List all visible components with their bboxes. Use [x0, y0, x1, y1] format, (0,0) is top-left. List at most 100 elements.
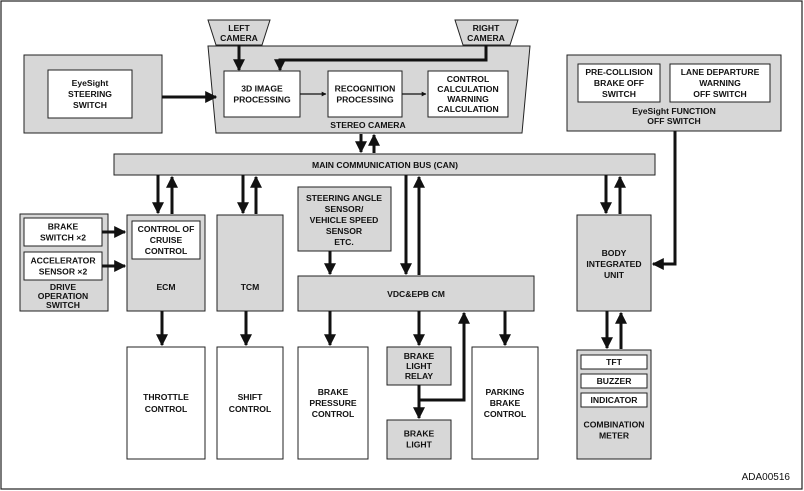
label-line: BRAKE: [318, 387, 349, 397]
label-line: ETC.: [334, 237, 354, 247]
brake-light-box: [386, 419, 452, 460]
label-line: CONTROL OF: [138, 224, 195, 234]
left-camera-box: [207, 19, 271, 46]
label-line: PRESSURE: [309, 398, 357, 408]
ecm-label: ECM: [156, 282, 175, 292]
label-line: OFF SWITCH: [693, 89, 746, 99]
label-line: LIGHT: [406, 440, 433, 450]
label-line: LIGHT: [406, 361, 433, 371]
label-line: EyeSight: [72, 78, 109, 88]
label-line: WARNING: [447, 94, 489, 104]
label-line: OPERATION: [38, 291, 88, 301]
shift-control-box: [216, 346, 284, 460]
indicator-label: INDICATOR: [591, 395, 639, 405]
label-line: SWITCH: [73, 100, 107, 110]
label-line: CRUISE: [150, 235, 183, 245]
buzzer-box: [580, 373, 648, 389]
label-line: SHIFT: [238, 392, 264, 402]
label-line: RIGHT: [473, 23, 500, 33]
vdc-epb-label: VDC&EPB CM: [387, 289, 445, 299]
right-camera-arrow: [274, 45, 488, 72]
label-line: BRAKE: [404, 429, 435, 439]
brake-pressure-control-box: [297, 346, 369, 460]
label-line: BODY: [602, 248, 627, 258]
label-line: ACCELERATOR: [30, 256, 96, 266]
label-line: PARKING: [486, 387, 525, 397]
figure-code: ADA00516: [742, 472, 791, 483]
main-bus-label: MAIN COMMUNICATION BUS (CAN): [312, 160, 458, 170]
label-line: STEERING: [68, 89, 112, 99]
label-line: INTEGRATED: [586, 259, 641, 269]
main-bus-box: [113, 153, 656, 176]
label-line: LANE DEPARTURE: [681, 67, 760, 77]
label-line: BRAKE OFF: [594, 78, 644, 88]
label-line: PROCESSING: [336, 95, 394, 105]
tft-label: TFT: [606, 357, 622, 367]
label-line: VEHICLE SPEED: [310, 215, 379, 225]
accelerator-sensor-box: [23, 251, 103, 281]
brake-light-feedback-arrow: [419, 311, 470, 402]
label-line: CONTROL: [229, 404, 272, 414]
label-line: EyeSight FUNCTION: [632, 106, 716, 116]
recognition-box: [327, 70, 403, 118]
label-line: OFF SWITCH: [647, 116, 700, 126]
label-line: SWITCH ×2: [40, 233, 86, 243]
label-line: PRE-COLLISION: [585, 67, 652, 77]
label-line: BRAKE: [48, 222, 79, 232]
label-line: SENSOR: [326, 226, 363, 236]
label-line: COMBINATION: [584, 420, 645, 430]
label-line: SENSOR ×2: [39, 267, 88, 277]
label-line: LEFT: [228, 23, 250, 33]
label-line: BRAKE: [490, 398, 521, 408]
label-line: RECOGNITION: [335, 84, 396, 94]
right-camera-box: [454, 19, 519, 46]
tcm-label: TCM: [241, 282, 260, 292]
label-line: 3D IMAGE: [241, 84, 283, 94]
brake-light-relay-box: [386, 346, 452, 386]
label-line: DRIVE: [50, 282, 77, 292]
label-line: CAMERA: [220, 33, 258, 43]
tcm-box: [216, 214, 284, 312]
parking-brake-control-box: [471, 346, 539, 460]
label-line: CONTROL: [145, 404, 188, 414]
label-line: CONTROL: [484, 409, 527, 419]
label-line: CALCULATION: [437, 104, 498, 114]
label-line: RELAY: [405, 371, 434, 381]
label-line: CONTROL: [447, 74, 490, 84]
vdc-epb-box: [297, 275, 535, 312]
brake-switch-box: [23, 217, 103, 247]
cruise-control-box: [131, 220, 201, 260]
label-line: STEERING ANGLE: [306, 193, 382, 203]
label-line: THROTTLE: [143, 392, 189, 402]
label-line: SWITCH: [46, 300, 80, 310]
label-line: CONTROL: [145, 246, 188, 256]
pre-collision-switch-box: [577, 63, 661, 103]
throttle-control-label: THROTTLE CONTROL: [143, 392, 189, 414]
label-line: BRAKE: [404, 351, 435, 361]
label-line: CONTROL: [312, 409, 355, 419]
indicator-box: [580, 392, 648, 408]
function-off-to-body-arrow: [651, 131, 677, 270]
control-warning-calc-box: [427, 70, 509, 118]
